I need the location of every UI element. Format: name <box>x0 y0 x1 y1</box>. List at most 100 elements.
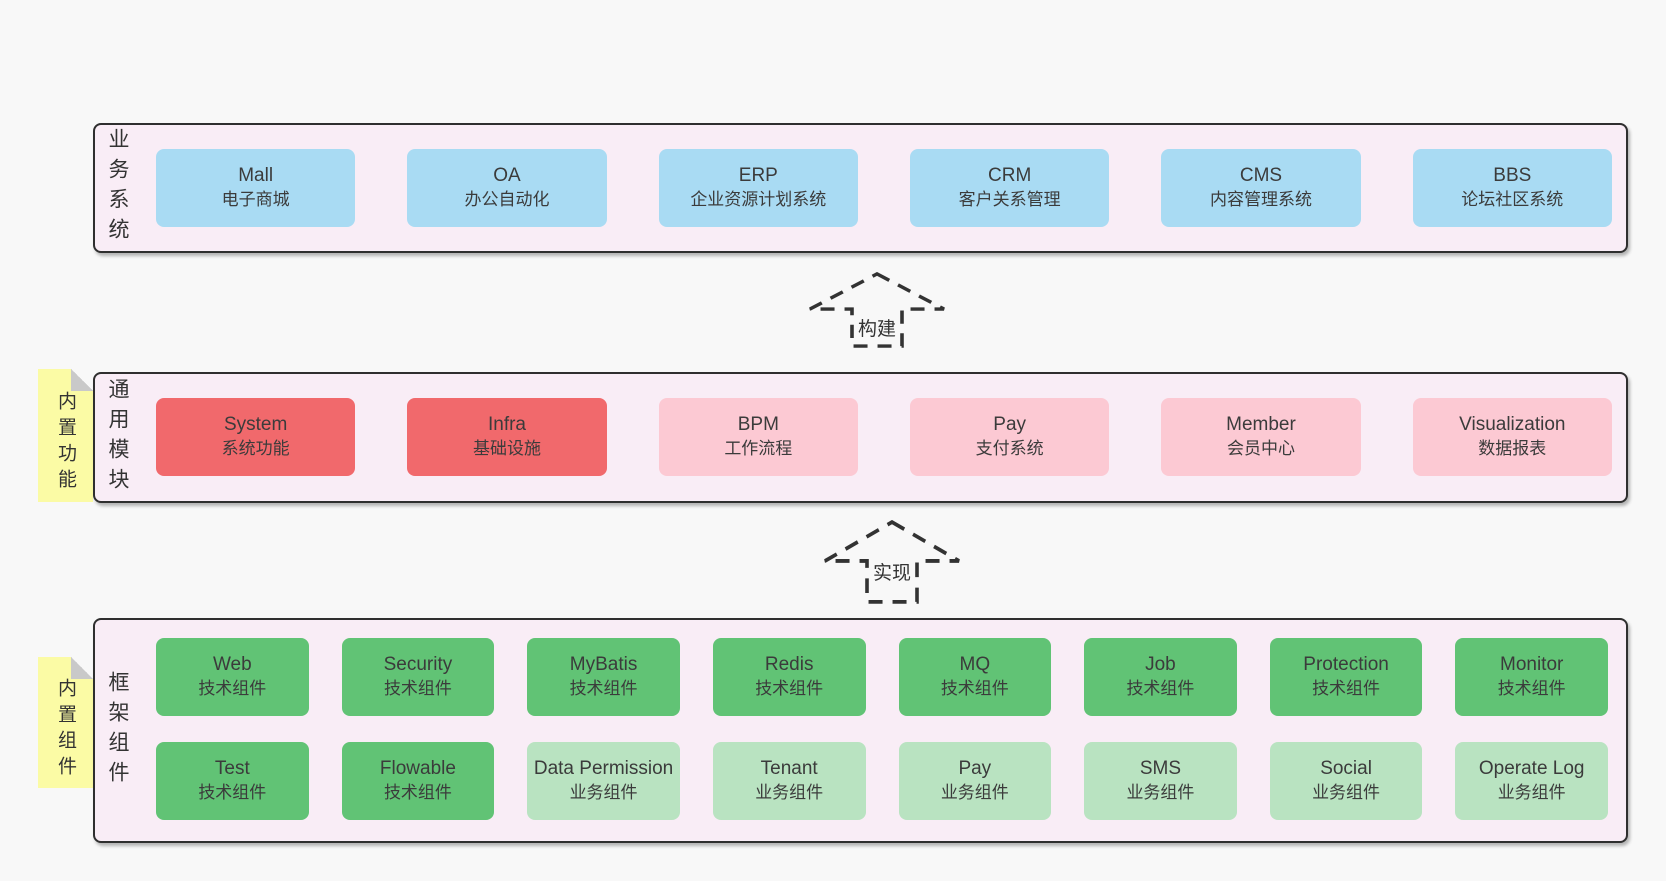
node-title: Pay <box>993 413 1027 435</box>
sticky-note-built-in-features: 内置功能 <box>38 369 93 502</box>
node-subtitle: 技术组件 <box>383 679 452 699</box>
node-title: Web <box>212 653 252 675</box>
arrow-build-label: 构建 <box>854 314 900 341</box>
node-tenant: Tenant 业务组件 <box>712 742 866 820</box>
panel-side-label: 框架组件 <box>106 670 129 791</box>
node-title: Job <box>1145 653 1176 675</box>
node-subtitle: 技术组件 <box>940 679 1009 699</box>
node-subtitle: 业务组件 <box>940 783 1009 803</box>
node-title: Redis <box>764 653 814 675</box>
node-subtitle: 系统功能 <box>221 439 290 459</box>
node-title: MyBatis <box>569 653 638 675</box>
node-security: Security 技术组件 <box>341 638 495 716</box>
node-cms: CMS 内容管理系统 <box>1161 149 1361 227</box>
arrow-build: 构建 <box>807 272 947 348</box>
dashed-up-arrow-icon <box>809 272 945 348</box>
dashed-up-arrow-icon <box>824 520 960 604</box>
node-subtitle: 业务组件 <box>569 783 638 803</box>
node-title: Tenant <box>760 757 818 779</box>
node-pay: Pay 支付系统 <box>909 398 1110 476</box>
node-title: Test <box>214 757 250 779</box>
arrow-implement-label: 实现 <box>869 558 915 585</box>
arrow-implement: 实现 <box>822 520 962 604</box>
node-subtitle: 技术组件 <box>383 783 452 803</box>
panel-common-modules: 通用模块 System 系统功能 Infra 基础设施 BPM 工作流程 Pay 支付系统 Me… <box>93 372 1628 503</box>
node-title: System <box>223 413 288 435</box>
node-bpm: BPM 工作流程 <box>658 398 858 476</box>
node-subtitle: 客户关系管理 <box>958 190 1061 210</box>
node-title: Security <box>383 653 453 675</box>
node-subtitle: 工作流程 <box>724 439 793 459</box>
node-subtitle: 业务组件 <box>755 783 824 803</box>
node-subtitle: 技术组件 <box>755 679 824 699</box>
sticky-fold-corner <box>71 657 93 679</box>
node-title: OA <box>493 164 521 186</box>
sticky-note-label: 内置功能 <box>55 390 76 495</box>
node-subtitle: 基础设施 <box>472 439 541 459</box>
node-sms: SMS 业务组件 <box>1084 742 1237 820</box>
node-system: System 系统功能 <box>156 398 356 476</box>
node-subtitle: 技术组件 <box>198 783 267 803</box>
node-monitor: Monitor 技术组件 <box>1455 638 1608 716</box>
panel-side-label: 通用模块 <box>106 377 129 498</box>
node-subtitle: 技术组件 <box>1497 679 1566 699</box>
node-title: BPM <box>737 413 779 435</box>
node-title: Operate Log <box>1478 757 1585 779</box>
node-subtitle: 企业资源计划系统 <box>690 190 827 210</box>
node-title: CMS <box>1239 164 1283 186</box>
node-title: Pay <box>958 757 992 779</box>
node-test: Test 技术组件 <box>156 742 309 820</box>
node-title: Mall <box>238 164 274 186</box>
node-protection: Protection 技术组件 <box>1269 638 1423 716</box>
node-subtitle: 技术组件 <box>1126 679 1195 699</box>
node-title: Protection <box>1303 653 1389 675</box>
node-title: ERP <box>738 164 778 186</box>
node-mq: MQ 技术组件 <box>898 638 1052 716</box>
node-subtitle: 业务组件 <box>1312 783 1381 803</box>
node-visualization: Visualization 数据报表 <box>1412 398 1612 476</box>
node-infra: Infra 基础设施 <box>407 398 607 476</box>
node-title: Visualization <box>1459 413 1566 435</box>
node-subtitle: 技术组件 <box>1312 679 1381 699</box>
node-subtitle: 业务组件 <box>1126 783 1195 803</box>
node-title: SMS <box>1139 757 1182 779</box>
sticky-fold-corner <box>71 369 93 391</box>
node-title: Monitor <box>1500 653 1564 675</box>
node-mall: Mall 电子商城 <box>156 149 356 227</box>
node-subtitle: 数据报表 <box>1478 439 1547 459</box>
node-flowable: Flowable 技术组件 <box>341 742 495 820</box>
node-title: Flowable <box>379 757 456 779</box>
node-erp: ERP 企业资源计划系统 <box>658 149 858 227</box>
node-job: Job 技术组件 <box>1084 638 1237 716</box>
node-subtitle: 支付系统 <box>975 439 1044 459</box>
panel-side-label: 业务系统 <box>106 128 129 248</box>
node-title: BBS <box>1493 164 1532 186</box>
node-title: Infra <box>487 413 526 435</box>
node-subtitle: 论坛社区系统 <box>1461 190 1564 210</box>
node-subtitle: 内容管理系统 <box>1209 190 1312 210</box>
node-title: Member <box>1226 413 1296 435</box>
node-oa: OA 办公自动化 <box>407 149 607 227</box>
node-pay: Pay 业务组件 <box>898 742 1052 820</box>
node-title: MQ <box>959 653 991 675</box>
node-title: Social <box>1320 757 1372 779</box>
node-bbs: BBS 论坛社区系统 <box>1412 149 1612 227</box>
node-subtitle: 办公自动化 <box>464 190 550 210</box>
node-subtitle: 技术组件 <box>198 679 267 699</box>
node-web: Web 技术组件 <box>156 638 309 716</box>
node-subtitle: 电子商城 <box>221 190 290 210</box>
node-social: Social 业务组件 <box>1269 742 1423 820</box>
sticky-note-built-in-components: 内置组件 <box>38 657 93 788</box>
